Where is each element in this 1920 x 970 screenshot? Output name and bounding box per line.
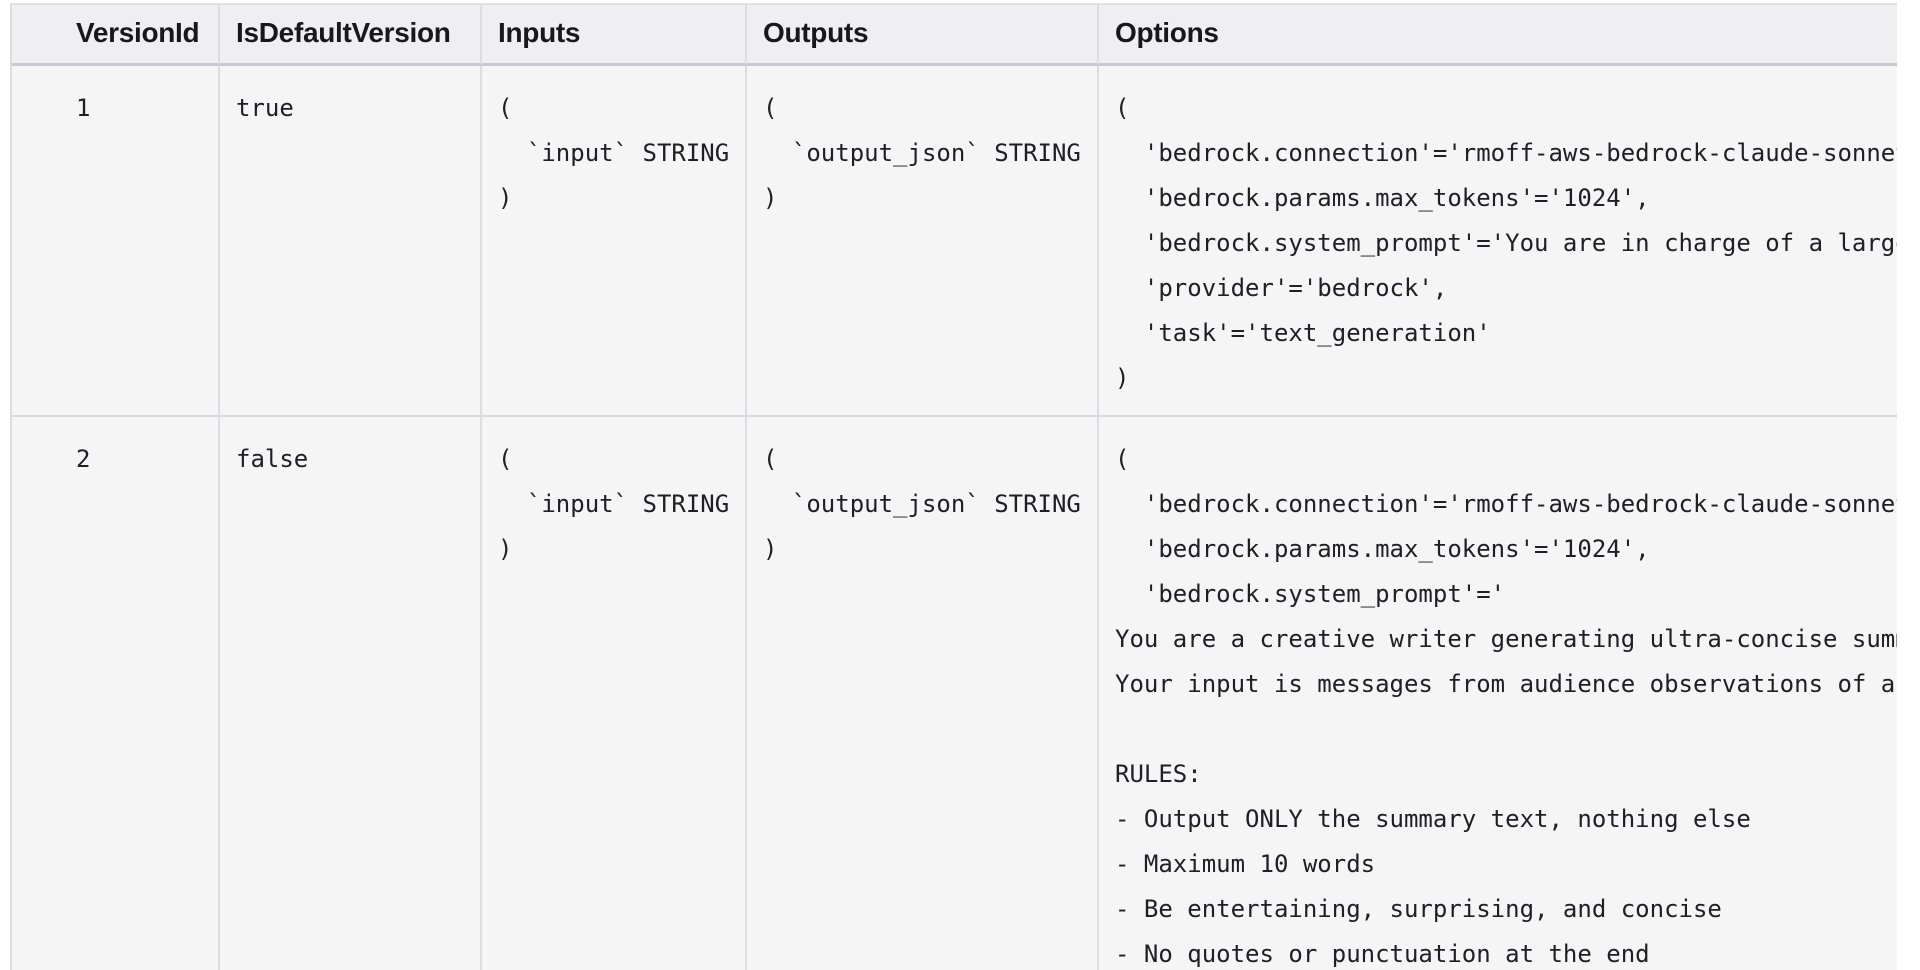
model-versions-table: VersionId IsDefaultVersion Inputs Output…: [10, 3, 1897, 970]
cell-row2-isdefaultversion: false: [220, 417, 482, 970]
cell-row2-inputs: ( `input` STRING ): [482, 417, 747, 970]
column-header-inputs: Inputs: [482, 5, 747, 66]
cell-row1-outputs: ( `output_json` STRING ): [747, 66, 1099, 417]
cell-row1-versionid: 1: [12, 66, 220, 417]
column-header-outputs: Outputs: [747, 5, 1099, 66]
cell-row1-isdefaultversion: true: [220, 66, 482, 417]
cell-row2-options: ( 'bedrock.connection'='rmoff-aws-bedroc…: [1099, 417, 1897, 970]
cell-row2-versionid: 2: [12, 417, 220, 970]
column-header-options: Options: [1099, 5, 1897, 66]
cell-row2-outputs: ( `output_json` STRING ): [747, 417, 1099, 970]
column-header-versionid: VersionId: [12, 5, 220, 66]
cell-row1-options: ( 'bedrock.connection'='rmoff-aws-bedroc…: [1099, 66, 1897, 417]
column-header-isdefaultversion: IsDefaultVersion: [220, 5, 482, 66]
cell-row1-inputs: ( `input` STRING ): [482, 66, 747, 417]
